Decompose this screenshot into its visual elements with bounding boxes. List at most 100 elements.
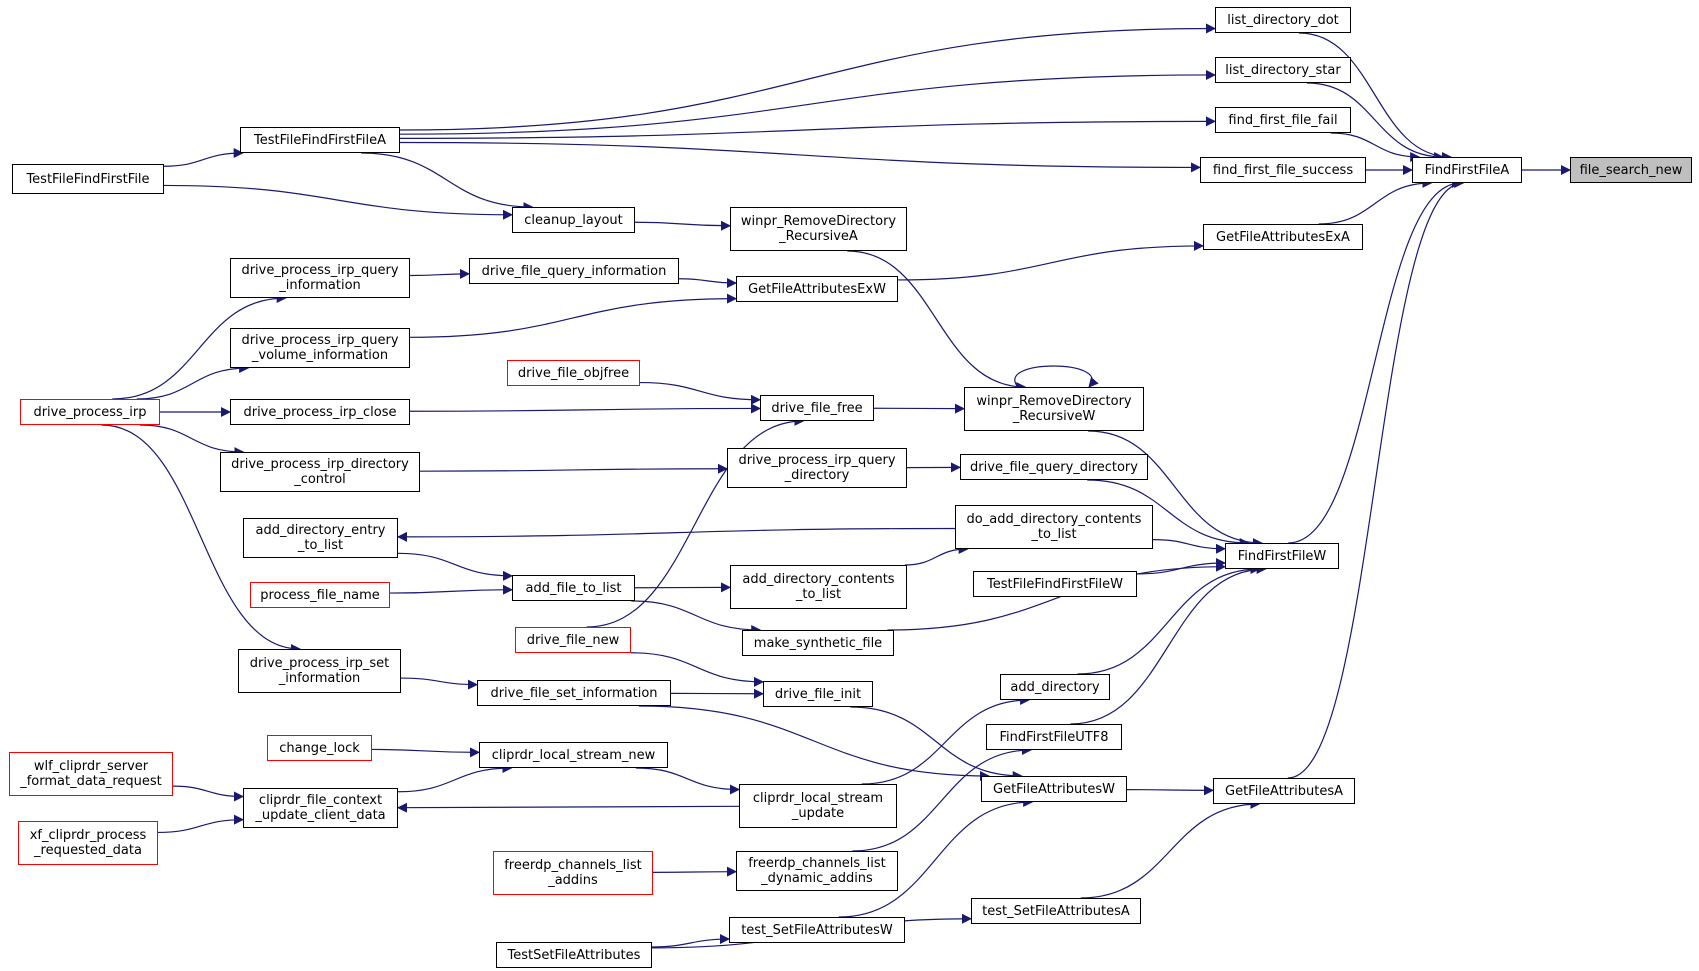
node-getfileattributesexa[interactable]: GetFileAttributesExA <box>1203 224 1363 250</box>
edge-drive-process-irp-to-drive-process-irp-directory-control <box>139 424 245 457</box>
edge-getfileattributesw-to-getfileattributesa <box>1126 785 1214 796</box>
edge-drive-file-new-to-drive-file-init <box>630 652 764 687</box>
node-change-lock[interactable]: change_lock <box>267 735 372 761</box>
edge-drive-process-irp-query-volume-information-to-getfileattributesexw <box>409 293 737 338</box>
edge-freerdp-channels-list-dynamic-addins-to-findfirstfileutf8 <box>852 745 1033 852</box>
edge-drive-process-irp-to-drive-process-irp-query-volume-information <box>136 363 250 400</box>
node-wlf-cliprdr-server-format-data-request[interactable]: wlf_cliprdr_server _format_data_request <box>9 752 173 796</box>
node-do-add-directory-contents-to-list[interactable]: do_add_directory_contents _to_list <box>955 505 1153 549</box>
edge-cleanup-layout-to-winpr-removedirectory-recursivea <box>634 220 731 231</box>
edge-drive-process-irp-directory-control-to-drive-process-irp-query-directory <box>419 463 728 474</box>
node-find-first-file-success[interactable]: find_first_file_success <box>1200 157 1366 183</box>
node-cliprdr-local-stream-update[interactable]: cliprdr_local_stream _update <box>739 784 897 828</box>
edge-findfirstfilew-to-findfirstfilea <box>1288 178 1462 544</box>
edge-drive-file-init-to-getfileattributesw <box>850 706 1023 781</box>
node-drive-file-query-directory[interactable]: drive_file_query_directory <box>960 454 1148 480</box>
node-make-synthetic-file[interactable]: make_synthetic_file <box>742 630 894 656</box>
edge-layer <box>101 23 1571 949</box>
node-xf-cliprdr-process-requested-data[interactable]: xf_cliprdr_process _requested_data <box>18 821 158 865</box>
node-freerdp-channels-list-addins[interactable]: freerdp_channels_list _addins <box>493 851 653 895</box>
node-cliprdr-file-context-update-client-data[interactable]: cliprdr_file_context _update_client_data <box>243 788 398 828</box>
edge-change-lock-to-cliprdr-local-stream-new <box>371 747 480 758</box>
node-cleanup-layout[interactable]: cleanup_layout <box>512 207 635 233</box>
node-drive-file-query-information[interactable]: drive_file_query_information <box>469 258 679 284</box>
node-add-directory-contents-to-list[interactable]: add_directory_contents _to_list <box>730 565 907 609</box>
edge-drive-file-set-information-to-getfileattributesw <box>638 705 990 781</box>
node-list-directory-dot[interactable]: list_directory_dot <box>1215 7 1351 33</box>
edge-do-add-directory-contents-to-list-to-add-directory-entry-to-list <box>397 527 956 542</box>
node-winpr-removedirectory-recursivea[interactable]: winpr_RemoveDirectory _RecursiveA <box>730 207 907 251</box>
edge-drive-file-objfree-to-drive-file-free <box>639 381 761 405</box>
node-drive-file-objfree[interactable]: drive_file_objfree <box>507 360 640 386</box>
edge-xf-cliprdr-process-requested-data-to-cliprdr-file-context-update-client-data <box>157 814 244 834</box>
node-testfilefindfirstfile[interactable]: TestFileFindFirstFile <box>12 164 164 194</box>
node-testsetfileattributes[interactable]: TestSetFileAttributes <box>496 942 652 968</box>
edge-cliprdr-local-stream-new-to-cliprdr-local-stream-update <box>635 767 740 795</box>
node-findfirstfilea[interactable]: FindFirstFileA <box>1412 157 1522 183</box>
node-file-search-new[interactable]: file_search_new <box>1570 157 1692 183</box>
edge-winpr-removedirectory-recursivew-to-winpr-removedirectory-recursivew <box>1014 365 1099 388</box>
edge-list-directory-star-to-findfirstfilea <box>1306 82 1445 162</box>
edge-cliprdr-file-context-update-client-data-to-cliprdr-local-stream-new <box>397 763 513 793</box>
edge-getfileattributesexa-to-findfirstfilea <box>1318 178 1433 225</box>
edge-drive-process-irp-close-to-drive-file-free <box>409 403 761 414</box>
edge-testfilefindfirstfilea-to-list-directory-dot <box>399 23 1216 131</box>
node-findfirstfilew[interactable]: FindFirstFileW <box>1225 543 1339 569</box>
node-test-setfileattributesa[interactable]: test_SetFileAttributesA <box>971 898 1141 924</box>
node-drive-process-irp-query-information[interactable]: drive_process_irp_query _information <box>230 258 410 298</box>
node-drive-process-irp-query-directory[interactable]: drive_process_irp_query _directory <box>727 448 907 488</box>
edge-add-file-to-list-to-make-synthetic-file <box>631 600 762 635</box>
edge-cliprdr-local-stream-update-to-cliprdr-file-context-update-client-data <box>397 802 740 813</box>
edge-testfilefindfirstfile-to-testfilefindfirstfilea <box>163 148 244 167</box>
node-drive-process-irp-set-information[interactable]: drive_process_irp_set _information <box>238 649 401 693</box>
node-add-directory[interactable]: add_directory <box>1000 674 1110 700</box>
node-drive-file-init[interactable]: drive_file_init <box>763 681 873 707</box>
node-drive-file-set-information[interactable]: drive_file_set_information <box>477 680 671 706</box>
edge-cliprdr-local-stream-update-to-add-directory <box>861 695 1031 785</box>
edge-testfilefindfirstfilea-to-list-directory-star <box>399 69 1216 135</box>
edge-drive-file-query-directory-to-findfirstfilew <box>1087 479 1250 548</box>
edge-winpr-removedirectory-recursivea-to-winpr-removedirectory-recursivew <box>847 250 1027 392</box>
edge-findfirstfileutf8-to-findfirstfilew <box>1070 564 1267 725</box>
edge-drive-file-new-to-drive-file-free <box>586 416 805 628</box>
edge-drive-file-query-information-to-getfileattributesexw <box>678 277 737 288</box>
edge-getfileattributesa-to-findfirstfilea <box>1287 178 1465 779</box>
node-testfilefindfirstfilea[interactable]: TestFileFindFirstFileA <box>240 127 400 153</box>
edge-testfilefindfirstfile-to-cleanup-layout <box>163 184 513 220</box>
node-list-directory-star[interactable]: list_directory_star <box>1215 57 1351 83</box>
node-drive-process-irp-close[interactable]: drive_process_irp_close <box>230 399 410 425</box>
node-findfirstfileutf8[interactable]: FindFirstFileUTF8 <box>986 724 1122 750</box>
node-freerdp-channels-list-dynamic-addins[interactable]: freerdp_channels_list _dynamic_addins <box>736 851 898 891</box>
node-find-first-file-fail[interactable]: find_first_file_fail <box>1215 107 1351 133</box>
edge-drive-process-irp-to-drive-process-irp-set-information <box>101 424 302 654</box>
node-getfileattributesexw[interactable]: GetFileAttributesExW <box>736 276 898 302</box>
edge-drive-process-irp-to-drive-process-irp-query-information <box>112 293 287 400</box>
node-process-file-name[interactable]: process_file_name <box>250 582 390 608</box>
edge-process-file-name-to-add-file-to-list <box>389 584 513 595</box>
edge-test-setfileattributesa-to-getfileattributesa <box>1080 799 1261 899</box>
node-drive-process-irp-query-volume-information[interactable]: drive_process_irp_query _volume_informat… <box>230 328 410 368</box>
node-drive-process-irp-directory-control[interactable]: drive_process_irp_directory _control <box>220 452 420 492</box>
edge-drive-process-irp-set-information-to-drive-file-set-information <box>400 677 478 690</box>
node-getfileattributesw[interactable]: GetFileAttributesW <box>981 776 1127 802</box>
edge-do-add-directory-contents-to-list-to-findfirstfilew <box>1152 538 1226 554</box>
node-testfilefindfirstfilew[interactable]: TestFileFindFirstFileW <box>973 571 1137 597</box>
node-drive-process-irp[interactable]: drive_process_irp <box>20 399 160 425</box>
edge-add-directory-entry-to-list-to-add-file-to-list <box>397 552 513 581</box>
edge-freerdp-channels-list-addins-to-freerdp-channels-list-dynamic-addins <box>652 866 737 877</box>
edge-add-directory-to-findfirstfilew <box>1077 564 1261 675</box>
node-drive-file-free[interactable]: drive_file_free <box>760 395 874 421</box>
node-winpr-removedirectory-recursivew[interactable]: winpr_RemoveDirectory _RecursiveW <box>964 387 1144 431</box>
edge-make-synthetic-file-to-findfirstfilew <box>887 561 1226 631</box>
node-getfileattributesa[interactable]: GetFileAttributesA <box>1213 778 1355 804</box>
node-cliprdr-local-stream-new[interactable]: cliprdr_local_stream_new <box>479 742 668 768</box>
edge-test-setfileattributesw-to-getfileattributesw <box>838 797 1034 918</box>
edge-testfilefindfirstfilea-to-find-first-file-fail <box>399 116 1216 139</box>
edge-testfilefindfirstfilea-to-cleanup-layout <box>361 152 534 212</box>
edge-winpr-removedirectory-recursivew-to-findfirstfilew <box>1088 430 1263 548</box>
node-test-setfileattributesw[interactable]: test_SetFileAttributesW <box>729 917 905 943</box>
node-add-directory-entry-to-list[interactable]: add_directory_entry _to_list <box>243 518 398 558</box>
node-drive-file-new[interactable]: drive_file_new <box>515 627 631 653</box>
node-add-file-to-list[interactable]: add_file_to_list <box>512 575 635 601</box>
